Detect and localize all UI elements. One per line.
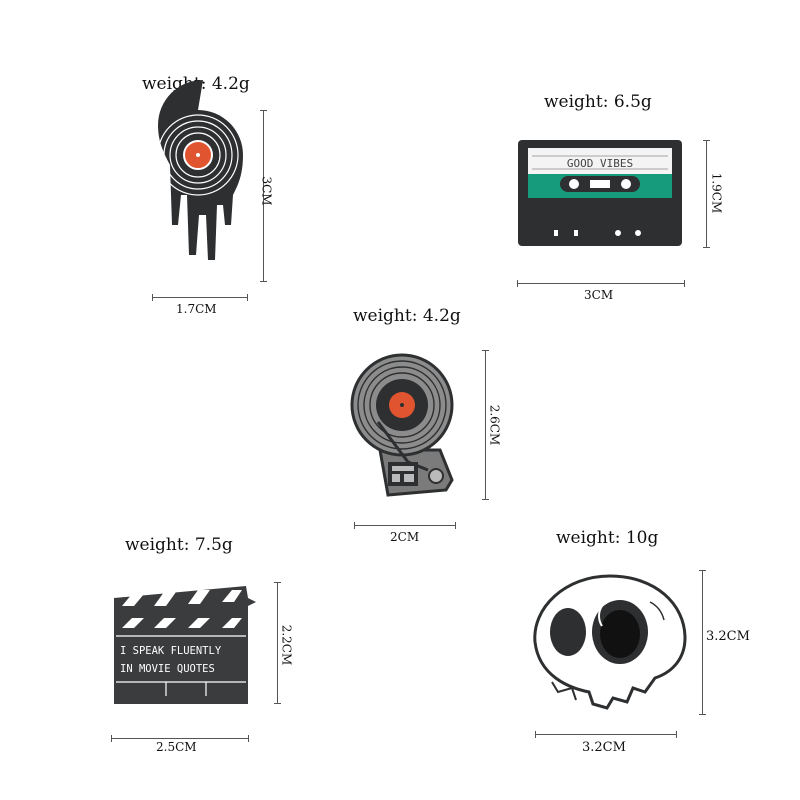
width-label: 2CM	[390, 530, 420, 544]
cassette-pin: GOOD VIBES	[518, 140, 682, 246]
width-rule	[111, 735, 249, 742]
height-label: 2.2CM	[279, 624, 294, 666]
height-label: 2.6CM	[487, 404, 502, 446]
height-rule	[260, 110, 267, 282]
height-rule	[699, 570, 706, 715]
clapper-line-1: I SPEAK FLUENTLY	[120, 645, 222, 657]
width-rule	[152, 294, 248, 301]
weight-label: weight: 7.5g	[125, 535, 233, 555]
width-rule	[354, 522, 456, 529]
width-rule	[517, 280, 685, 287]
weight-label: weight: 10g	[556, 528, 659, 548]
cassette-label-text: GOOD VIBES	[567, 157, 633, 170]
width-label: 1.7CM	[176, 302, 217, 316]
skull-pin	[533, 574, 687, 710]
clapperboard-pin: I SPEAK FLUENTLY IN MOVIE QUOTES	[114, 586, 256, 704]
width-label: 3.2CM	[582, 740, 626, 755]
height-rule	[703, 140, 710, 248]
height-label: 3.2CM	[706, 629, 750, 644]
height-label: 3CM	[259, 176, 274, 206]
drip-record-pin	[157, 80, 243, 260]
width-rule	[535, 731, 677, 738]
height-rule	[274, 582, 281, 704]
turntable-pin	[350, 353, 454, 497]
weight-label: weight: 6.5g	[544, 92, 652, 112]
width-label: 2.5CM	[156, 740, 197, 754]
width-label: 3CM	[584, 288, 614, 302]
height-rule	[482, 350, 489, 500]
clapper-line-2: IN MOVIE QUOTES	[120, 663, 215, 675]
height-label: 1.9CM	[709, 172, 724, 214]
weight-label: weight: 4.2g	[353, 306, 461, 326]
